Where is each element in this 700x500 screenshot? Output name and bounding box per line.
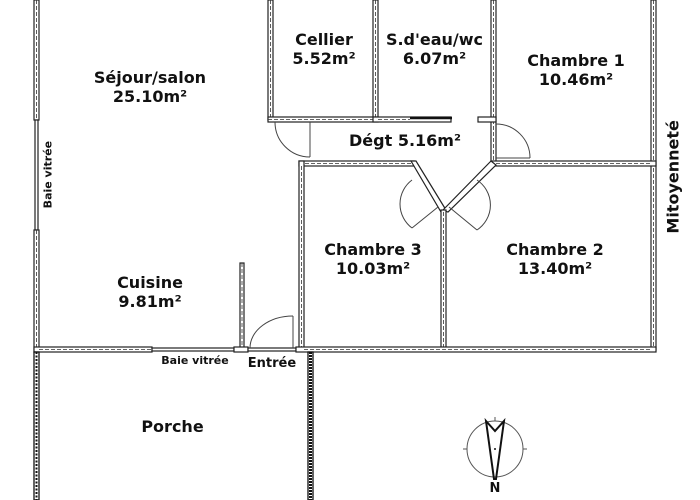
room-label-sdeau: S.d'eau/wc 6.07m²: [378, 30, 491, 68]
room-label-chambre3: Chambre 3 10.03m²: [305, 240, 441, 278]
room-name: Cuisine: [117, 273, 183, 292]
room-area: 13.40m²: [517, 259, 593, 279]
room-label-cellier: Cellier 5.52m²: [278, 30, 370, 68]
room-area: 25.10m²: [112, 87, 188, 107]
room-name: S.d'eau/wc: [385, 30, 484, 49]
room-area: 6.07m²: [402, 49, 467, 69]
room-label-chambre1: Chambre 1 10.46m²: [506, 51, 646, 89]
room-name: Chambre 2: [506, 240, 604, 259]
compass-north-label: N: [489, 481, 501, 496]
walls: [33, 0, 657, 500]
room-name: Chambre 1: [527, 51, 625, 70]
room-name: Cellier: [295, 30, 353, 49]
room-label-porche: Porche: [120, 417, 225, 436]
room-area: 9.81m²: [118, 292, 182, 312]
room-name: Dégt 5.16m²: [349, 131, 461, 150]
room-name: Séjour/salon: [93, 68, 207, 87]
entree-label: Entrée: [247, 356, 297, 371]
room-label-degt: Dégt 5.16m²: [330, 131, 480, 150]
compass-icon: [463, 417, 527, 480]
baie-vitree-bottom-label: Baie vitrée: [161, 354, 229, 367]
mitoyennete-label: Mitoyenneté: [663, 120, 683, 234]
room-label-chambre2: Chambre 2 13.40m²: [480, 240, 630, 278]
room-name: Porche: [141, 417, 204, 436]
doors: [249, 121, 531, 349]
baie-vitree-left-label: Baie vitrée: [41, 140, 55, 209]
room-area: 10.46m²: [538, 70, 614, 90]
room-label-sejour: Séjour/salon 25.10m²: [80, 68, 220, 106]
room-name: Chambre 3: [324, 240, 422, 259]
room-area: 5.52m²: [292, 49, 356, 69]
room-label-cuisine: Cuisine 9.81m²: [95, 273, 205, 311]
room-area: 10.03m²: [335, 259, 411, 279]
